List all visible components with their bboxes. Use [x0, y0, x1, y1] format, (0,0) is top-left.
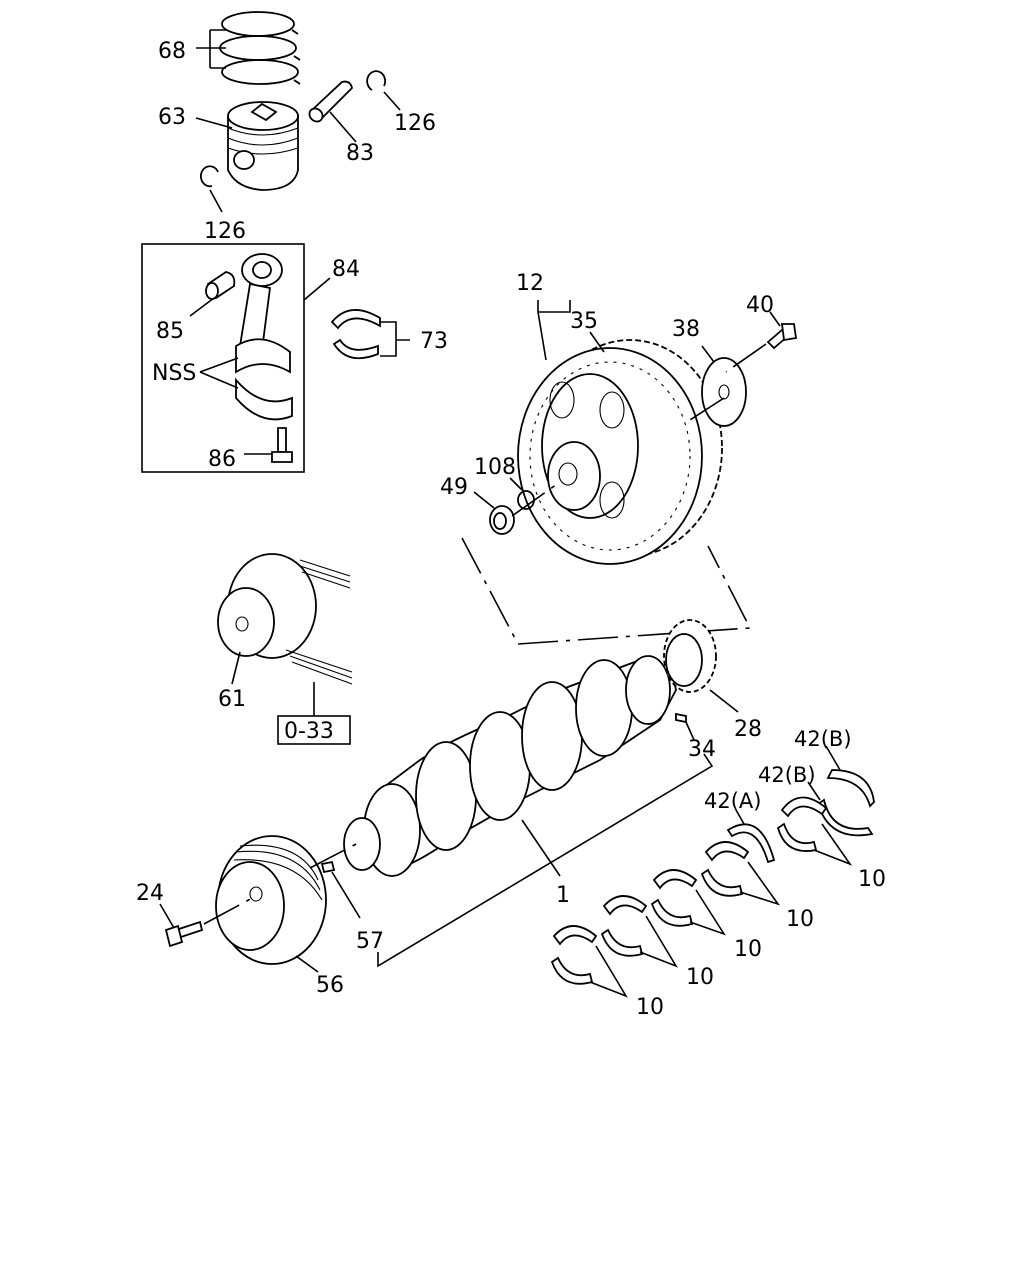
main-bearing-set-3: [650, 869, 698, 927]
label-10d: 10: [686, 965, 714, 990]
label-42a: 42(A): [704, 789, 761, 813]
connecting-rod: [235, 253, 293, 421]
label-42b2: 42(B): [758, 763, 816, 787]
small-end-bushing: [205, 271, 236, 300]
leader-68: [196, 29, 226, 69]
leader-126-left: [209, 189, 223, 213]
label-84: 84: [332, 257, 360, 282]
leader-61: [231, 651, 241, 685]
reference-box: [277, 715, 351, 745]
label-126-left: 126: [204, 219, 246, 244]
label-40: 40: [746, 293, 774, 318]
leader-10e: [589, 945, 628, 998]
leader-10b: [739, 861, 781, 906]
leader-12: [537, 300, 571, 361]
leader-nss: [199, 357, 239, 389]
flywheel: [517, 339, 723, 565]
rod-bolt: [271, 427, 293, 463]
leader-1: [521, 819, 561, 877]
label-63: 63: [158, 105, 186, 130]
leader-49: [473, 491, 495, 509]
label-10b: 10: [786, 907, 814, 932]
snap-ring-right: [366, 70, 387, 91]
thrust-washer-b1: [826, 769, 875, 808]
label-35: 35: [570, 309, 598, 334]
label-68: 68: [158, 39, 186, 64]
leader-42a: [735, 809, 745, 825]
connecting-rod-box: [141, 243, 305, 473]
pilot-bearing: [489, 505, 515, 535]
thrust-washer-b2: [816, 798, 874, 837]
label-86: 86: [208, 447, 236, 472]
leader-38: [701, 345, 715, 363]
label-34: 34: [688, 737, 716, 762]
crankshaft: [343, 655, 677, 877]
piston-pin: [308, 80, 353, 123]
label-49: 49: [440, 475, 468, 500]
pulley-bolt: [164, 920, 204, 948]
leader-24: [159, 903, 175, 929]
leader-40: [769, 311, 781, 327]
label-83: 83: [346, 141, 374, 166]
label-10e: 10: [636, 995, 664, 1020]
axis-line-pulley: [203, 841, 361, 925]
leader-10c: [689, 889, 726, 936]
label-126-right: 126: [394, 111, 436, 136]
con-rod-bearings: [330, 309, 381, 360]
bracket-flywheel-to-crank: [461, 537, 752, 645]
dowel-pin: [320, 860, 336, 874]
crank-pin-key: [675, 712, 687, 724]
axis-line-40: [689, 343, 767, 421]
leader-108: [509, 477, 523, 491]
label-12: 12: [516, 271, 544, 296]
main-bearing-set-2: [700, 841, 750, 897]
leader-35: [589, 331, 605, 353]
piston: [227, 101, 299, 191]
flywheel-bolt: [766, 323, 798, 350]
label-ref: 0-33: [284, 719, 334, 744]
label-1: 1: [556, 883, 570, 908]
label-61: 61: [218, 687, 246, 712]
piston-rings: [219, 11, 301, 85]
main-bearing-set-5: [550, 925, 598, 985]
main-bearing-set-1: [776, 796, 828, 852]
leader-10d: [639, 915, 678, 968]
leader-85: [189, 297, 215, 317]
flywheel-plate: [701, 357, 747, 427]
bracket-crankshaft: [377, 753, 714, 968]
water-pump-pulley: [217, 553, 353, 685]
label-73: 73: [420, 329, 448, 354]
leader-83: [329, 111, 357, 143]
crank-gear: [663, 619, 717, 693]
leader-42b2: [807, 781, 821, 801]
leader-10a: [813, 823, 853, 866]
label-10a: 10: [858, 867, 886, 892]
label-24: 24: [136, 881, 164, 906]
axis-line-flywheel: [511, 481, 561, 517]
leader-126-right: [383, 91, 401, 111]
main-bearing-set-4: [600, 895, 648, 957]
leader-57: [331, 871, 361, 919]
label-38: 38: [672, 317, 700, 342]
label-28: 28: [734, 717, 762, 742]
leader-73: [380, 321, 410, 357]
label-56: 56: [316, 973, 344, 998]
label-57: 57: [356, 929, 384, 954]
leader-84: [303, 277, 331, 301]
label-85: 85: [156, 319, 184, 344]
snap-ring-left: [199, 165, 219, 188]
leader-28: [709, 689, 739, 713]
thrust-washer-a: [726, 823, 776, 864]
leader-34: [685, 721, 695, 741]
label-nss: NSS: [152, 361, 196, 386]
leader-56: [295, 955, 319, 973]
label-108: 108: [474, 455, 516, 480]
label-42b1: 42(B): [794, 727, 852, 751]
label-10c: 10: [734, 937, 762, 962]
leader-63: [195, 117, 233, 129]
crank-pulley: [215, 835, 327, 965]
leader-42b1: [825, 745, 841, 771]
